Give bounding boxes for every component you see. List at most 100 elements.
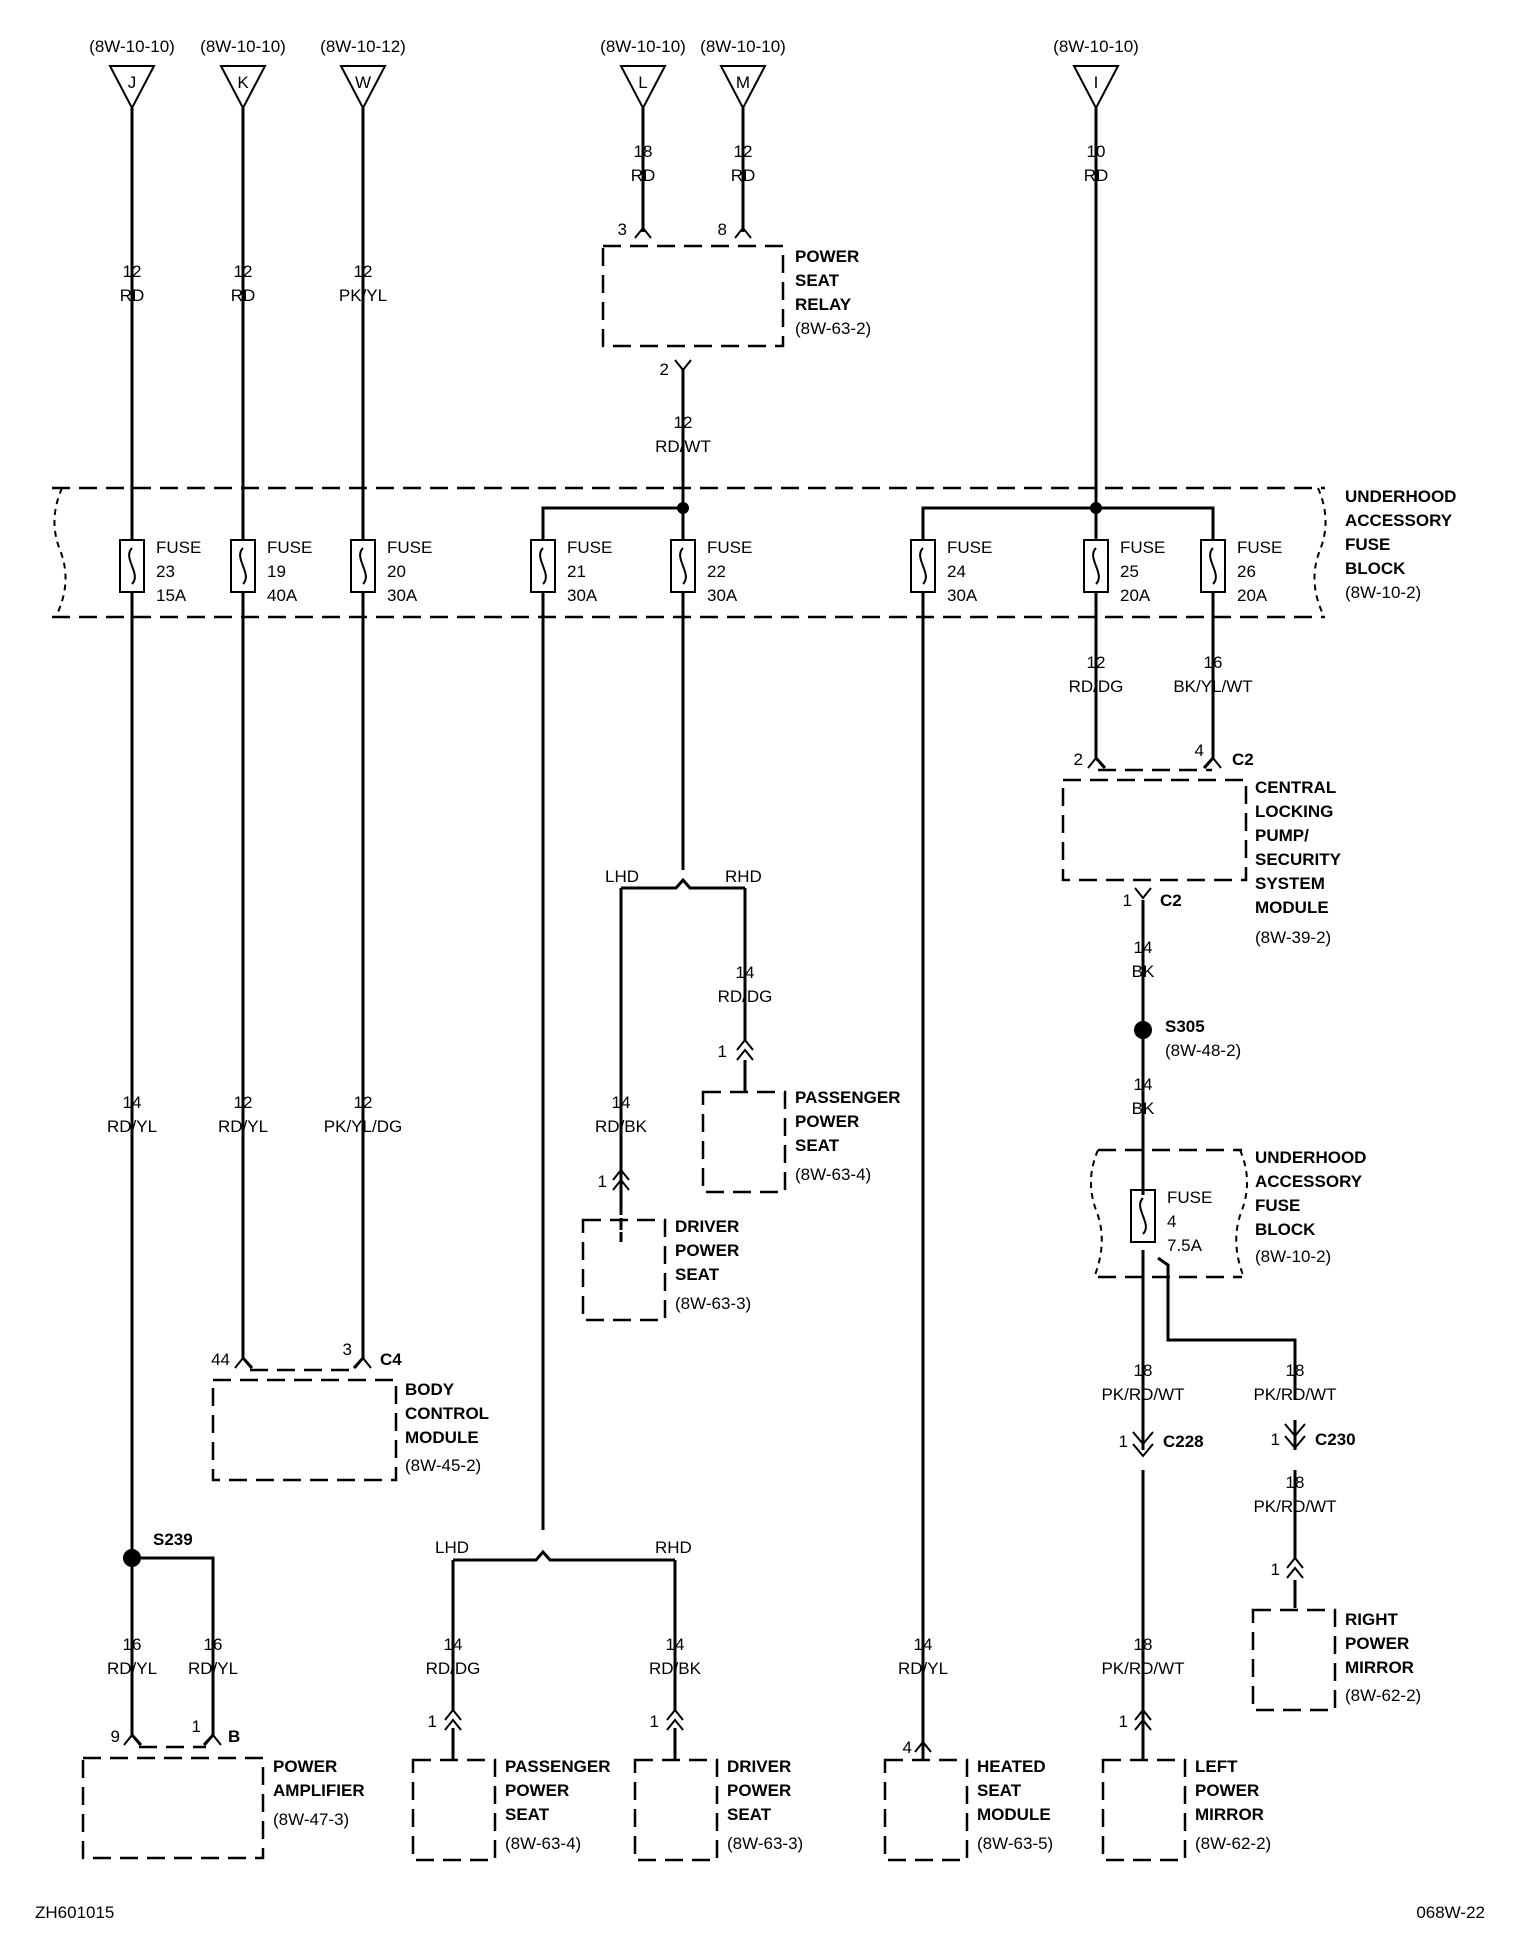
- component-name-line: LEFT: [1195, 1757, 1238, 1776]
- component-name-line: POWER: [727, 1781, 791, 1800]
- fuse-number: 20: [387, 562, 406, 581]
- component-ref: (8W-63-3): [727, 1834, 803, 1853]
- component-name-line: PUMP/: [1255, 826, 1309, 845]
- wire-gauge: 12: [354, 262, 373, 281]
- component-name-line: BODY: [405, 1380, 455, 1399]
- splice-S239: S239: [123, 1530, 193, 1567]
- wire-gauge: 18: [1286, 1473, 1305, 1492]
- wire-gauge: 12: [674, 413, 693, 432]
- fuse-number: 23: [156, 562, 175, 581]
- component-name-line: ACCESSORY: [1345, 511, 1453, 530]
- component-name-line: POWER: [1345, 1634, 1409, 1653]
- component-name-line: SECURITY: [1255, 850, 1342, 869]
- pin-number: 1: [1119, 1712, 1128, 1731]
- pin-number: 4: [1195, 741, 1204, 760]
- pin-number: 1: [718, 1042, 727, 1061]
- component-name-line: AMPLIFIER: [273, 1781, 365, 1800]
- component-name-line: RIGHT: [1345, 1610, 1399, 1629]
- component-name-line: BLOCK: [1255, 1220, 1316, 1239]
- feed-ref: (8W-10-10): [89, 37, 175, 56]
- pin-number: 1: [192, 1717, 201, 1736]
- wire-gauge: 12: [734, 142, 753, 161]
- component-name-line: POWER: [675, 1241, 739, 1260]
- wire-labels: 18 RD 12 RD 10 RD 12 RD 12 RD 12 PK/YL 1…: [107, 142, 1337, 1678]
- component-name-line: POWER: [273, 1757, 337, 1776]
- fuse-rating: 7.5A: [1167, 1236, 1203, 1255]
- wire-color: RD/YL: [898, 1659, 948, 1678]
- fuse-label: FUSE: [1167, 1188, 1212, 1207]
- fuse-number: 22: [707, 562, 726, 581]
- component-ref: (8W-63-5): [977, 1834, 1053, 1853]
- fuse-label: FUSE: [267, 538, 312, 557]
- heated-seat-module: 4 HEATED SEAT MODULE (8W-63-5): [883, 1738, 1053, 1862]
- component-name-line: BLOCK: [1345, 559, 1406, 578]
- fuse-label: FUSE: [1120, 538, 1165, 557]
- wire-color: RD/BK: [595, 1117, 648, 1136]
- fuse-rating: 20A: [1120, 586, 1151, 605]
- component-name-line: SYSTEM: [1255, 874, 1325, 893]
- wire-gauge: 14: [914, 1635, 933, 1654]
- wire-color: RD: [120, 286, 145, 305]
- wire-color: RD/WT: [655, 437, 711, 456]
- wire-gauge: 18: [1286, 1361, 1305, 1380]
- fuse-label: FUSE: [387, 538, 432, 557]
- passenger-power-seat-upper: 1 PASSENGER POWER SEAT (8W-63-4): [701, 1038, 901, 1194]
- pin-number: 2: [1074, 750, 1083, 769]
- component-name-line: MODULE: [405, 1428, 479, 1447]
- wire-color: PK/RD/WT: [1101, 1385, 1184, 1404]
- wire-gauge: 16: [123, 1635, 142, 1654]
- pin-number: 4: [903, 1738, 912, 1757]
- pin-number: 3: [618, 220, 627, 239]
- wire-gauge: 18: [1134, 1361, 1153, 1380]
- connector-C228: 1 C228: [1119, 1431, 1204, 1458]
- wire-gauge: 16: [1204, 653, 1223, 672]
- wire-gauge: 18: [1134, 1635, 1153, 1654]
- wire-color: RD: [1084, 166, 1109, 185]
- component-name-line: POWER: [505, 1781, 569, 1800]
- component-name-line: SEAT: [675, 1265, 720, 1284]
- fuse-rating: 40A: [267, 586, 298, 605]
- component-name-line: MODULE: [977, 1805, 1051, 1824]
- fuse-rating: 20A: [1237, 586, 1268, 605]
- wire-gauge: 16: [204, 1635, 223, 1654]
- feed-ref: (8W-10-10): [1053, 37, 1139, 56]
- fuse-number: 26: [1237, 562, 1256, 581]
- component-ref: (8W-62-2): [1345, 1686, 1421, 1705]
- fuse-label: FUSE: [156, 538, 201, 557]
- feed-ref: (8W-10-10): [200, 37, 286, 56]
- fuse-21: FUSE 21 30A: [530, 538, 612, 605]
- component-name-line: DRIVER: [727, 1757, 791, 1776]
- right-power-mirror: 1 RIGHT POWER MIRROR (8W-62-2): [1251, 1556, 1421, 1712]
- component-name-line: SEAT: [977, 1781, 1022, 1800]
- wire-color: RD/DG: [426, 1659, 481, 1678]
- underhood-accessory-fuse-block-2: FUSE 4 7.5A UNDERHOOD ACCESSORY FUSE BLO…: [1090, 1148, 1366, 1279]
- connector-id: B: [228, 1727, 240, 1746]
- component-ref: (8W-39-2): [1255, 928, 1331, 947]
- wire-gauge: 14: [612, 1093, 631, 1112]
- component-name-line: SEAT: [727, 1805, 772, 1824]
- component-name-line: MIRROR: [1345, 1658, 1414, 1677]
- fuse-number: 25: [1120, 562, 1139, 581]
- fuse-20: FUSE 20 30A: [350, 538, 432, 605]
- splice-ref: (8W-48-2): [1165, 1041, 1241, 1060]
- feed-ref: (8W-10-10): [700, 37, 786, 56]
- driver-power-seat-upper: 1 DRIVER POWER SEAT (8W-63-3): [581, 1168, 751, 1322]
- feed-L: (8W-10-10) L: [600, 37, 686, 111]
- wire-gauge: 12: [123, 262, 142, 281]
- wire-color: PK/RD/WT: [1101, 1659, 1184, 1678]
- wire-gauge: 10: [1087, 142, 1106, 161]
- feed-id: I: [1094, 73, 1099, 92]
- component-name-line: FUSE: [1255, 1196, 1300, 1215]
- feed-M: (8W-10-10) M: [700, 37, 786, 111]
- connector-id: C230: [1315, 1430, 1356, 1449]
- fuse-23: FUSE 23 15A: [119, 538, 201, 605]
- fuse-25: FUSE 25 20A: [1083, 538, 1165, 605]
- component-name-line: SEAT: [505, 1805, 550, 1824]
- component-name-line: DRIVER: [675, 1217, 739, 1236]
- pin-number: 9: [111, 1727, 120, 1746]
- feed-K: (8W-10-10) K: [200, 37, 286, 111]
- component-name-line: MIRROR: [1195, 1805, 1264, 1824]
- connector-id: C2: [1232, 750, 1254, 769]
- wire-color: BK/YL/WT: [1173, 677, 1252, 696]
- splice-S305: S305 (8W-48-2): [1134, 1017, 1241, 1060]
